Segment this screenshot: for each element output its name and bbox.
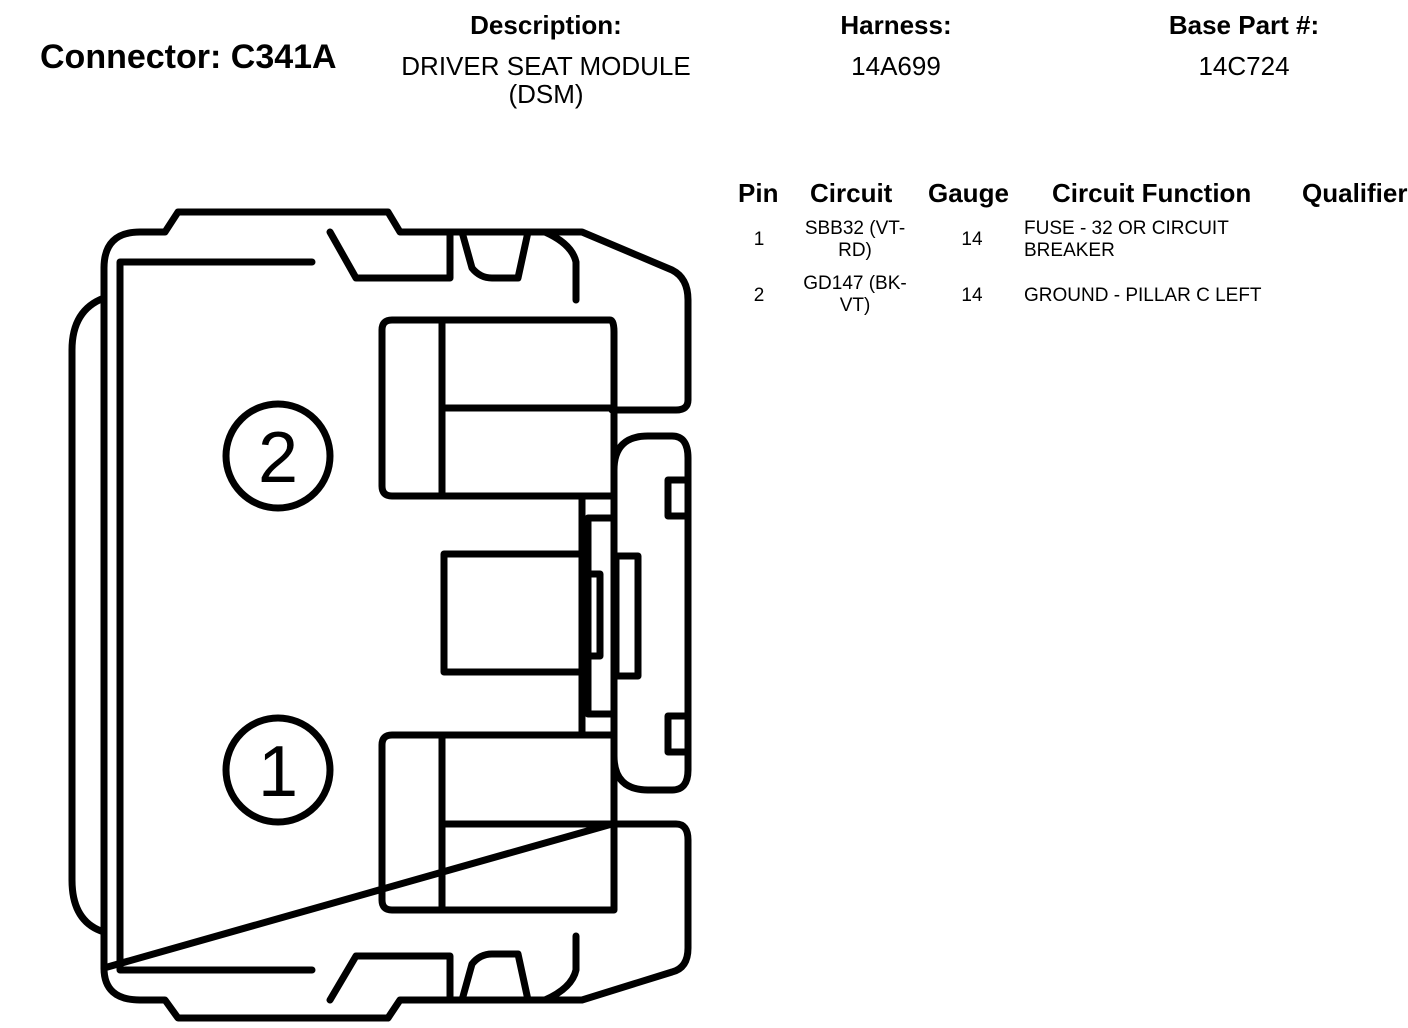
connector-left-bulge <box>68 294 108 936</box>
pin-1-label: 1 <box>258 732 298 812</box>
pin-2-circle <box>222 400 334 512</box>
connector-housing-outline <box>100 208 692 414</box>
harness-label: Harness: <box>840 10 952 40</box>
lower-cavity-outer <box>378 731 618 914</box>
center-key-block <box>440 550 588 676</box>
row-2-gauge: 14 <box>961 285 983 306</box>
row-2-circuit-line-1: GD147 (BK- <box>803 273 907 294</box>
row-1-pin: 1 <box>753 229 765 250</box>
right-lock-notch-top <box>664 476 692 520</box>
col-header-circuit: Circuit <box>810 178 893 208</box>
col-header-qualifier: Qualifier <box>1302 178 1408 208</box>
upper-cavity-outer <box>378 316 618 500</box>
col-header-circuit-function: Circuit Function <box>1052 178 1252 208</box>
description-label: Description: <box>470 10 622 40</box>
row-1-gauge: 14 <box>961 229 983 250</box>
description-line-1: DRIVER SEAT MODULE <box>401 51 691 81</box>
row-1-function-line-1: FUSE - 32 OR CIRCUIT <box>1024 218 1229 239</box>
right-lock-notch-bottom <box>664 712 692 756</box>
row-2-function-line-1: GROUND - PILLAR C LEFT <box>1024 285 1262 306</box>
top-latch-left <box>326 228 454 282</box>
row-1-circuit: SBB32 (VT- RD) <box>785 218 925 262</box>
harness-value: 14A699 <box>851 51 941 81</box>
row-2-circuit-line-2: VT) <box>839 295 871 316</box>
col-header-gauge: Gauge <box>928 178 1009 208</box>
row-2-function: GROUND - PILLAR C LEFT <box>1024 285 1304 307</box>
base-part-label: Base Part #: <box>1168 10 1320 40</box>
row-1-function: FUSE - 32 OR CIRCUIT BREAKER <box>1024 218 1304 262</box>
description-line-2: (DSM) <box>508 79 584 109</box>
top-latch-outer <box>541 228 580 304</box>
pin-2-label: 2 <box>258 418 298 498</box>
row-1-function-line-2: BREAKER <box>1024 240 1115 261</box>
col-header-pin: Pin <box>738 178 779 208</box>
row-2-pin: 2 <box>753 285 765 306</box>
row-1-circuit-line-1: SBB32 (VT- <box>804 218 906 239</box>
connector-housing-lower <box>100 820 692 1022</box>
row-1-circuit-line-2: RD) <box>838 240 872 261</box>
connector-title: Connector: C341A <box>40 38 337 76</box>
top-latch-right <box>458 228 532 282</box>
pin-1-circle <box>222 714 334 826</box>
bottom-latch-left <box>326 952 454 1004</box>
connector-inner-frame <box>116 258 316 974</box>
center-key-rail-inner <box>612 552 642 680</box>
row-2-circuit: GD147 (BK- VT) <box>785 273 925 317</box>
bottom-latch-outer <box>541 932 580 1004</box>
bottom-latch-right <box>458 950 532 1004</box>
description-value: DRIVER SEAT MODULE (DSM) <box>386 52 706 108</box>
right-lock-outline <box>610 432 692 794</box>
base-part-value: 14C724 <box>1198 51 1290 81</box>
